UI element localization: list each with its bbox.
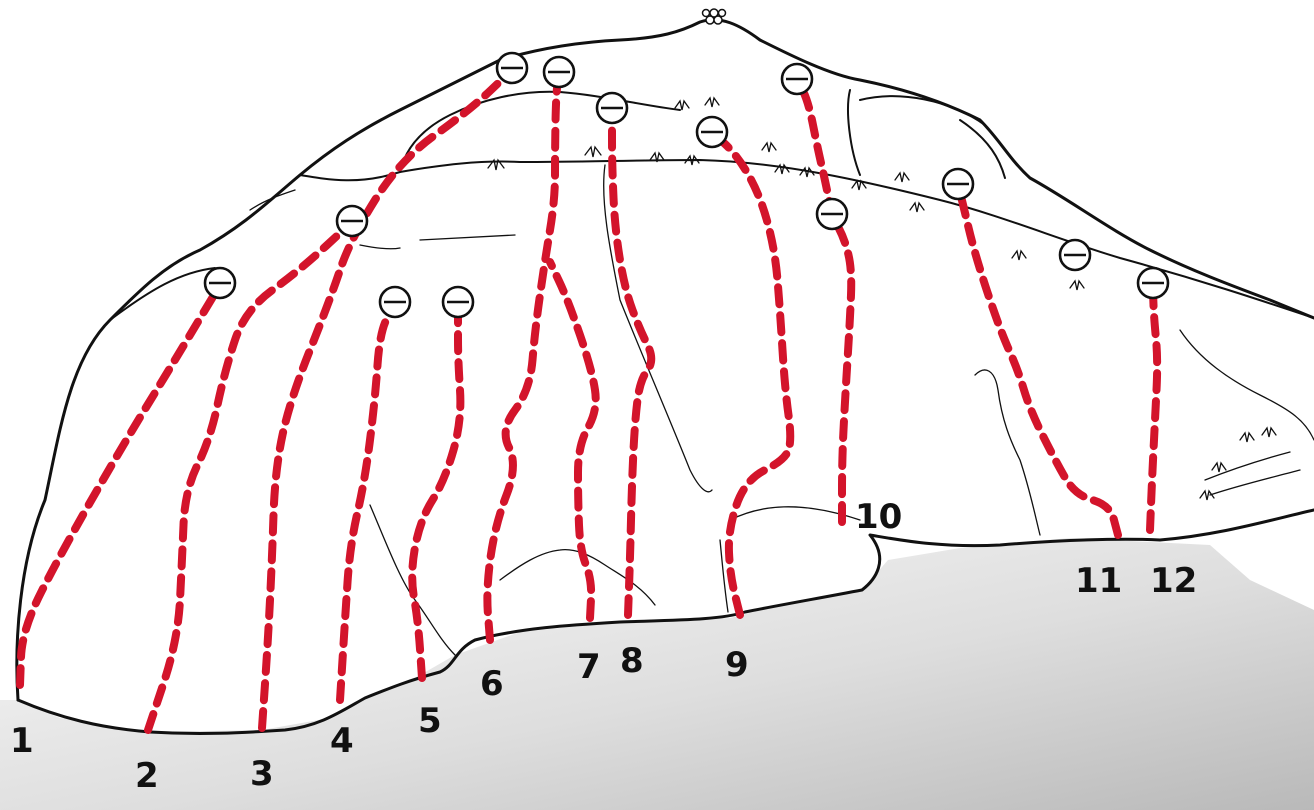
route-line-5 — [408, 314, 465, 682]
route-label-10: 10 — [855, 497, 902, 537]
grass-tuft-icon — [761, 141, 777, 153]
grass-tuft-icon — [1199, 489, 1215, 501]
anchors-layer — [203, 51, 1170, 319]
lowering-anchor-icon — [695, 115, 729, 149]
grass-tuft-icon — [1011, 249, 1027, 261]
lowering-anchor-icon — [542, 55, 576, 89]
lowering-anchor-icon — [335, 204, 369, 238]
grass-tuft-icon — [894, 171, 910, 183]
route-label-11: 11 — [1075, 561, 1122, 601]
grass-tuft-icon — [1069, 279, 1085, 291]
lowering-anchor-icon — [203, 266, 237, 300]
grass-tuft-icon — [799, 166, 815, 178]
route-label-9: 9 — [725, 645, 749, 685]
route-label-5: 5 — [418, 701, 442, 741]
lowering-anchor-icon — [780, 62, 814, 96]
route-label-6: 6 — [480, 664, 504, 704]
grass-tuft-icon — [774, 163, 790, 175]
lowering-anchor-icon — [441, 285, 475, 319]
route-line-9 — [708, 128, 795, 619]
route-line-1 — [16, 281, 224, 689]
route-label-2: 2 — [135, 756, 159, 796]
route-line-6 — [483, 68, 563, 644]
lowering-anchor-icon — [815, 197, 849, 231]
grass-tufts — [487, 96, 1277, 501]
grass-tuft-icon — [1261, 426, 1277, 438]
ground-shading — [0, 538, 1314, 810]
grass-tuft-icon — [704, 96, 720, 108]
route-line-7 — [546, 258, 600, 622]
grass-tuft-icon — [909, 201, 925, 213]
rock-outline — [15, 18, 1314, 735]
grass-tuft-icon — [584, 145, 602, 158]
lowering-anchor-icon — [495, 51, 529, 85]
grass-tuft-icon — [684, 154, 700, 166]
lowering-anchor-icon — [941, 167, 975, 201]
route-label-7: 7 — [577, 647, 601, 687]
route-line-11 — [954, 181, 1122, 539]
rock-cracks — [249, 164, 1314, 656]
summit-cairn-icon — [701, 8, 727, 25]
grass-tuft-icon — [1211, 461, 1227, 473]
route-label-8: 8 — [620, 641, 644, 681]
lowering-anchor-icon — [595, 91, 629, 125]
routes-layer — [16, 66, 1162, 734]
route-line-4 — [336, 301, 399, 704]
grass-tuft-icon — [674, 99, 690, 111]
route-label-4: 4 — [330, 721, 354, 761]
grass-tuft-icon — [1239, 431, 1255, 443]
route-label-3: 3 — [250, 754, 274, 794]
lowering-anchor-icon — [378, 285, 412, 319]
grass-tuft-icon — [649, 151, 665, 163]
grass-tuft-icon — [487, 158, 505, 171]
route-line-12 — [1146, 288, 1162, 534]
route-label-1: 1 — [10, 721, 34, 761]
grass-tuft-icon — [851, 179, 867, 191]
route-line-8 — [608, 104, 656, 619]
route-line-2 — [144, 218, 356, 734]
route-line-10 — [793, 76, 856, 526]
route-line-3 — [258, 66, 516, 732]
route-label-12: 12 — [1150, 561, 1197, 601]
lowering-anchor-icon — [1136, 266, 1170, 300]
lowering-anchor-icon — [1058, 238, 1092, 272]
